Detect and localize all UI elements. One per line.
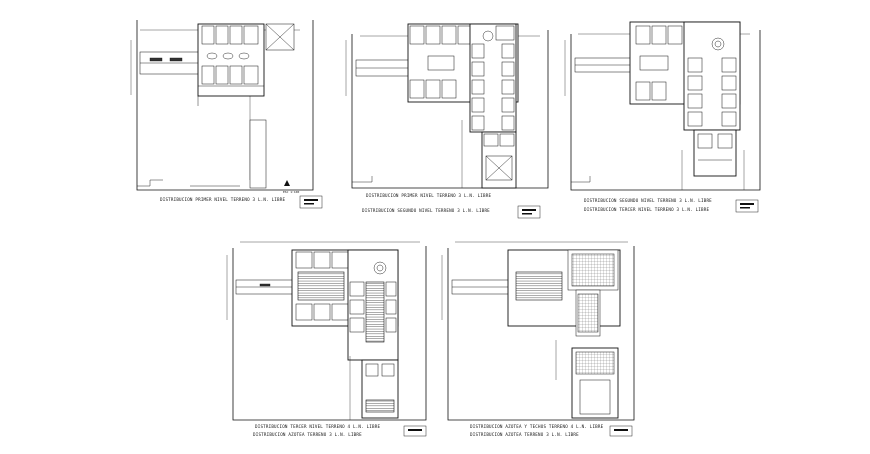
scale-note: ESC 1:100 — [283, 190, 299, 194]
title-block — [403, 425, 427, 437]
plan-caption-secondary: DISTRIBUCION TERCER NIVEL TERRENO 3 L.N.… — [584, 207, 709, 212]
north-arrow-icon — [284, 180, 290, 186]
title-block — [735, 199, 759, 213]
plan-caption-secondary: DISTRIBUCION SEGUNDO NIVEL TERRENO 3 L.N… — [362, 208, 490, 213]
plan-caption: DISTRIBUCION PRIMER NIVEL TERRENO 3 L.N.… — [160, 197, 285, 202]
site-boundary — [136, 20, 314, 191]
floor-plan-4: DISTRIBUCION TERCER NIVEL TERRENO 4 L.N.… — [226, 241, 427, 437]
site-boundary — [570, 30, 761, 191]
plan-caption: DISTRIBUCION AZOTEA Y TECHOS TERRENO 4 L… — [470, 424, 604, 429]
floor-plan-5: DISTRIBUCION AZOTEA Y TECHOS TERRENO 4 L… — [441, 241, 635, 437]
title-block — [299, 195, 323, 209]
site-boundary — [232, 246, 427, 421]
site-boundary — [351, 30, 549, 189]
floor-plan-2: DISTRIBUCION PRIMER NIVEL TERRENO 3 L.N.… — [345, 23, 549, 219]
floor-plan-3: DISTRIBUCION SEGUNDO NIVEL TERRENO 3 L.N… — [564, 21, 761, 213]
plan-caption-secondary: DISTRIBUCION AZOTEA TERRENO 3 L.N. LIBRE — [470, 432, 579, 437]
plan-caption: DISTRIBUCION SEGUNDO NIVEL TERRENO 3 L.N… — [584, 198, 712, 203]
plan-caption: DISTRIBUCION TERCER NIVEL TERRENO 4 L.N.… — [255, 424, 380, 429]
plan-caption-secondary: DISTRIBUCION AZOTEA TERRENO 3 L.N. LIBRE — [253, 432, 362, 437]
title-block — [609, 425, 633, 437]
site-boundary — [447, 246, 635, 421]
title-block — [517, 205, 541, 219]
floor-plan-1: ESC 1:100 DISTRIBUCION PRIMER NIVEL TERR… — [130, 20, 323, 209]
plan-caption: DISTRIBUCION PRIMER NIVEL TERRENO 3 L.N.… — [366, 193, 491, 198]
